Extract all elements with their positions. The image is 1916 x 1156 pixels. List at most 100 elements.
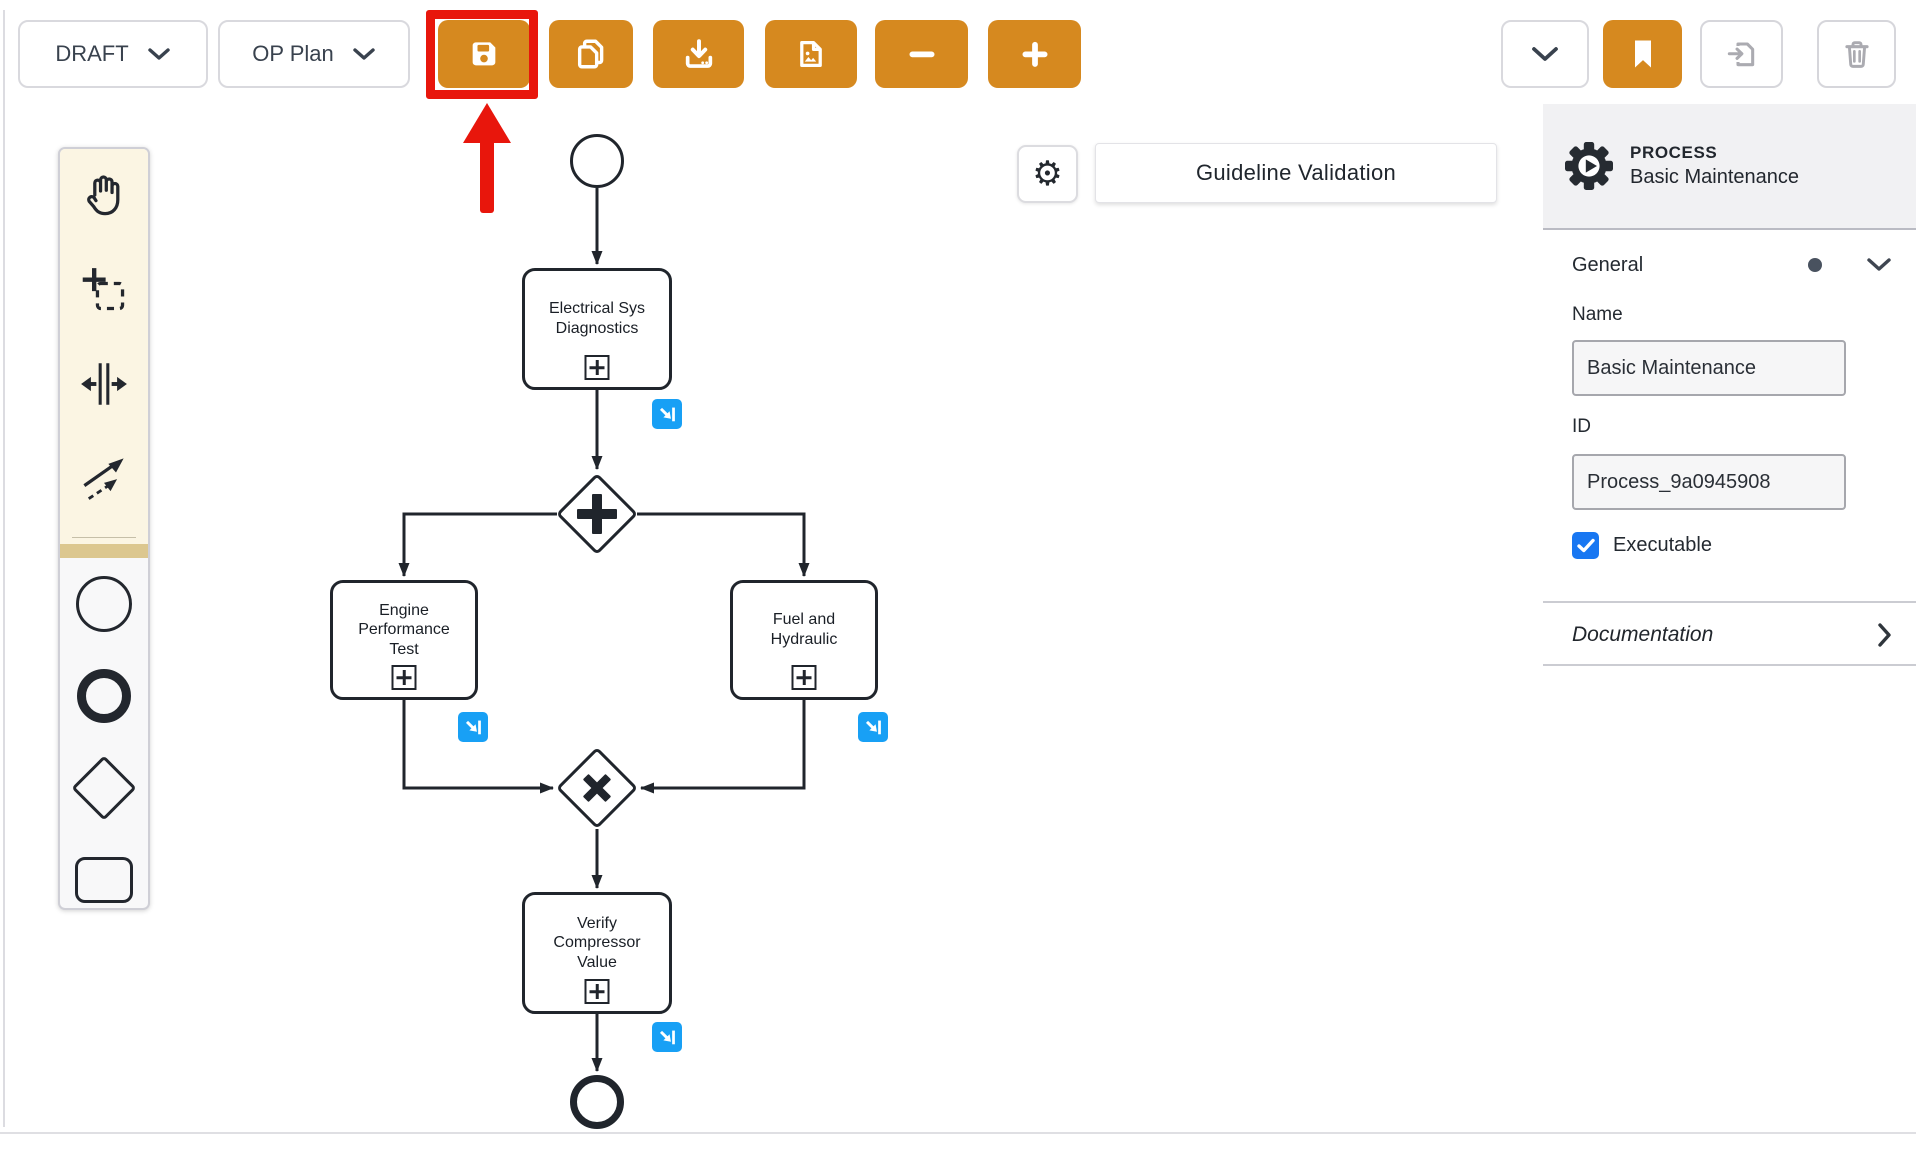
- start-event-node[interactable]: [570, 134, 624, 188]
- id-field-label: ID: [1572, 416, 1591, 437]
- download-button[interactable]: [653, 20, 744, 88]
- task-label: Engine: [379, 601, 429, 619]
- validation-badge[interactable]: [652, 1022, 682, 1052]
- name-input[interactable]: Basic Maintenance: [1572, 340, 1846, 396]
- palette-shapes-section: [60, 558, 148, 908]
- collapse-arrow-icon: [465, 720, 481, 735]
- space-tool[interactable]: [60, 337, 148, 431]
- plan-dropdown-label: OP Plan: [252, 41, 334, 66]
- canvas-left-border: [3, 10, 5, 1127]
- section-divider: [1543, 601, 1916, 603]
- canvas-bottom-border: [0, 1132, 1916, 1134]
- validation-badge[interactable]: [652, 399, 682, 429]
- start-event-icon: [76, 576, 132, 632]
- gear-icon: ⚙: [1032, 154, 1063, 194]
- trash-icon: [1844, 41, 1869, 68]
- task-label: Test: [389, 640, 419, 658]
- end-event-node[interactable]: [570, 1075, 624, 1129]
- bookmark-icon: [1634, 40, 1651, 68]
- checkbox-check-icon: [1576, 538, 1595, 552]
- space-tool-icon: [81, 363, 127, 405]
- export-image-button[interactable]: [765, 20, 857, 88]
- task-electrical-sys-diagnostics[interactable]: Electrical Sys Diagnostics: [522, 268, 672, 390]
- task-label: Diagnostics: [555, 320, 639, 337]
- subprocess-marker-icon: [791, 665, 817, 690]
- task-label: Electrical Sys: [548, 300, 646, 318]
- copy-button[interactable]: [549, 20, 633, 88]
- task-icon: [75, 857, 133, 903]
- guideline-validation-button[interactable]: Guideline Validation: [1095, 143, 1497, 203]
- end-event-icon: [77, 669, 131, 723]
- task-verify-compressor-value[interactable]: Verify Compressor Value: [522, 892, 672, 1014]
- hand-tool-icon: [87, 175, 120, 216]
- lasso-tool[interactable]: [60, 243, 148, 337]
- move-to-button[interactable]: [1700, 20, 1783, 88]
- collapse-arrow-icon: [659, 407, 675, 422]
- palette-tools-section: [60, 149, 148, 544]
- section-divider: [1543, 664, 1916, 666]
- general-section-header[interactable]: General: [1572, 250, 1892, 280]
- executable-label: Executable: [1613, 533, 1712, 556]
- hand-tool[interactable]: [60, 149, 148, 243]
- panel-header-text: PROCESS Basic Maintenance: [1630, 143, 1799, 189]
- documentation-section-header[interactable]: Documentation: [1572, 618, 1892, 652]
- task-label: Verify: [576, 914, 617, 932]
- gateway-shape[interactable]: [60, 742, 148, 834]
- save-button[interactable]: [438, 20, 530, 88]
- element-type-label: PROCESS: [1630, 143, 1718, 162]
- task-shape[interactable]: [60, 834, 148, 908]
- chevron-down-icon: [353, 48, 375, 60]
- collapse-arrow-icon: [865, 720, 881, 735]
- chevron-right-icon: [1878, 623, 1891, 647]
- chevron-down-icon: [1867, 258, 1891, 271]
- panel-header: PROCESS Basic Maintenance: [1543, 104, 1916, 230]
- task-label: Fuel and: [772, 611, 836, 629]
- bookmark-button[interactable]: [1603, 20, 1682, 88]
- zoom-out-icon: [909, 51, 934, 58]
- status-dropdown[interactable]: DRAFT: [18, 20, 208, 88]
- executable-checkbox[interactable]: [1572, 531, 1599, 559]
- delete-button[interactable]: [1817, 20, 1896, 88]
- gear-play-icon: [1565, 142, 1613, 190]
- copy-icon: [577, 39, 604, 69]
- zoom-out-button[interactable]: [875, 20, 968, 88]
- validation-settings-button[interactable]: ⚙: [1017, 145, 1078, 203]
- gateway-icon: [71, 755, 137, 821]
- guideline-validation-label: Guideline Validation: [1195, 160, 1397, 185]
- lasso-tool-icon: [82, 268, 125, 311]
- task-fuel-and-hydraulic[interactable]: Fuel and Hydraulic: [730, 580, 878, 700]
- subprocess-marker-icon: [584, 355, 610, 380]
- exclusive-gateway-node[interactable]: [555, 746, 639, 830]
- parallel-gateway-node[interactable]: [555, 472, 639, 556]
- palette-divider-strip: [60, 544, 148, 558]
- palette-separator: [72, 537, 136, 538]
- executable-row: Executable: [1572, 530, 1892, 560]
- zoom-in-button[interactable]: [988, 20, 1081, 88]
- properties-panel: PROCESS Basic Maintenance General Name B…: [1543, 104, 1916, 668]
- end-event-shape[interactable]: [60, 650, 148, 742]
- export-document-icon: [1727, 42, 1754, 67]
- validation-badge[interactable]: [458, 712, 488, 742]
- task-label: Hydraulic: [770, 631, 838, 648]
- name-field-label: Name: [1572, 304, 1623, 325]
- plan-dropdown[interactable]: OP Plan: [218, 20, 410, 88]
- task-label: Compressor: [553, 934, 641, 952]
- general-section-label: General: [1572, 253, 1644, 276]
- export-image-icon: [800, 41, 822, 67]
- connect-tool[interactable]: [60, 431, 148, 525]
- gateway-diamond: [555, 746, 639, 830]
- task-label: Value: [577, 953, 617, 971]
- collapse-arrow-icon: [659, 1030, 675, 1045]
- validation-badge[interactable]: [858, 712, 888, 742]
- subprocess-marker-icon: [584, 979, 610, 1004]
- documentation-section-label: Documentation: [1572, 623, 1714, 646]
- element-name-label: Basic Maintenance: [1630, 166, 1799, 188]
- task-label: Performance: [358, 621, 450, 639]
- start-event-shape[interactable]: [60, 558, 148, 650]
- id-input[interactable]: Process_9a0945908: [1572, 454, 1846, 510]
- chevron-down-icon: [1532, 47, 1558, 61]
- collapse-toolbar-button[interactable]: [1501, 20, 1589, 88]
- status-dropdown-label: DRAFT: [55, 41, 129, 66]
- connect-tool-icon: [83, 458, 124, 500]
- task-engine-performance-test[interactable]: Engine Performance Test: [330, 580, 478, 700]
